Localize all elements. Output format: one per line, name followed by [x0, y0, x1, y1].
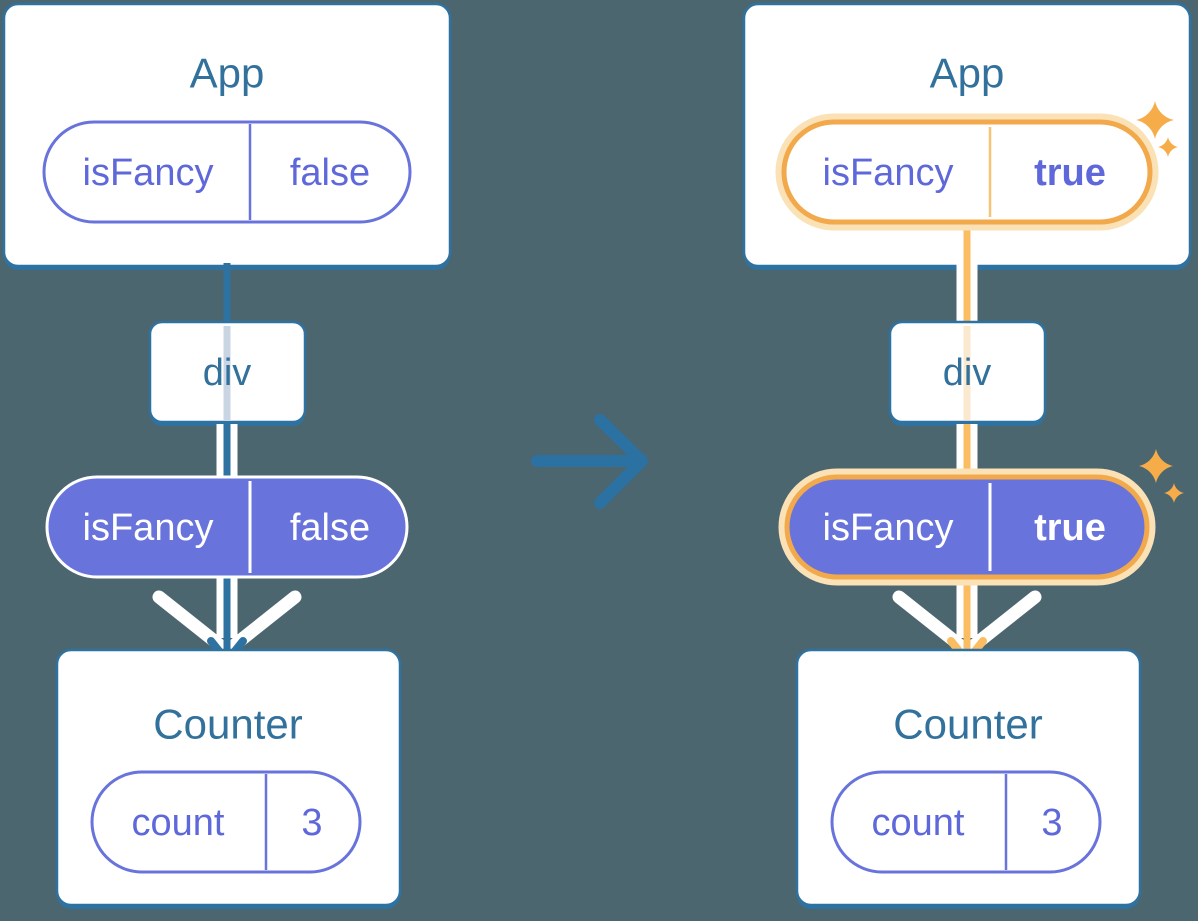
sparkle-icon — [1136, 101, 1174, 139]
before-passed-prop-pill — [45, 475, 409, 579]
before-counter-title: Counter — [153, 701, 302, 748]
transition-arrow-icon — [531, 414, 648, 509]
after-passed-prop-pill — [784, 474, 1150, 580]
after-app-prop-name: isFancy — [823, 152, 954, 194]
after-app-title: App — [930, 50, 1005, 97]
after-passed-prop-value: true — [1034, 507, 1106, 549]
after-counter-state-pill — [830, 770, 1102, 874]
after-app-prop-pill — [781, 119, 1153, 225]
after-counter-title: Counter — [893, 701, 1042, 748]
after-app-prop-value: true — [1034, 152, 1106, 194]
after-counter-state-value: 3 — [1041, 802, 1062, 844]
before-app-title: App — [190, 50, 265, 97]
before-counter-state-name: count — [132, 802, 225, 844]
before-app-prop-pill — [42, 120, 412, 224]
before-counter-state-value: 3 — [301, 802, 322, 844]
after-passed-prop-name: isFancy — [823, 507, 954, 549]
before-counter-state-pill — [90, 770, 362, 874]
sparkle-icon — [1164, 483, 1184, 503]
before-app-prop-name: isFancy — [83, 152, 214, 194]
before-app-prop-value: false — [290, 152, 370, 194]
after-tree: App isFancy true div isFancy true Counte… — [742, 2, 1192, 909]
sparkle-icon — [1158, 137, 1178, 157]
before-passed-prop-name: isFancy — [83, 507, 214, 549]
before-tree: App isFancy false div isFancy false Coun… — [2, 2, 452, 909]
after-div-label: div — [943, 352, 992, 394]
sparkle-icon — [1139, 449, 1173, 483]
after-counter-state-name: count — [872, 802, 965, 844]
before-div-label: div — [203, 352, 252, 394]
before-passed-prop-value: false — [290, 507, 370, 549]
